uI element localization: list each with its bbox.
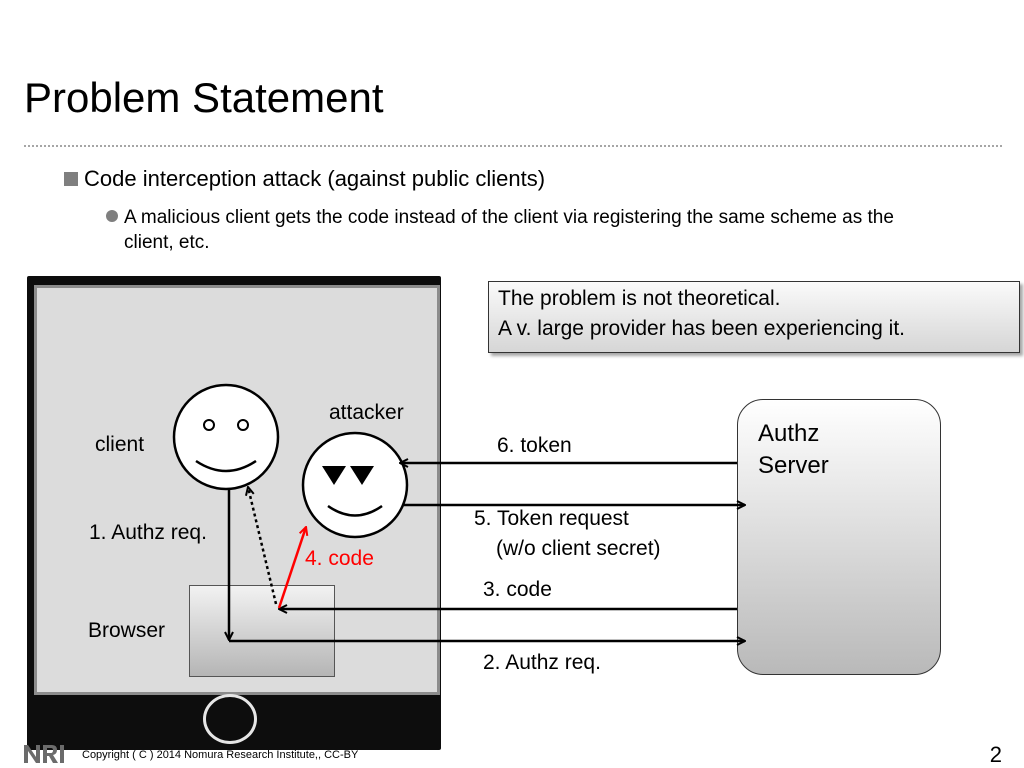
note-callout (488, 281, 1020, 353)
slide-title: Problem Statement (24, 74, 384, 121)
note-line2: A v. large provider has been experiencin… (498, 317, 906, 340)
step-authz-req-2-label: 2. Authz req. (483, 651, 601, 674)
attacker-face-icon (301, 431, 409, 539)
server-label-line1: Authz (758, 420, 820, 447)
arrow-intended-code (248, 487, 278, 605)
step-token-request-5-label: 5. Token request (474, 507, 629, 530)
square-bullet-icon (64, 172, 78, 186)
arrow-code-4 (277, 527, 306, 609)
step-token-6-label: 6. token (497, 434, 572, 457)
bullet-level1: Code interception attack (against public… (84, 166, 546, 191)
step-token-request-5-sublabel: (w/o client secret) (496, 537, 661, 560)
step-code-4-label: 4. code (305, 547, 374, 570)
server-label-line2: Server (758, 452, 829, 479)
browser-label: Browser (88, 619, 166, 642)
bullet-level2: A malicious client gets the code instead… (124, 207, 894, 253)
page-number: 2 (989, 742, 1002, 767)
title-divider (24, 145, 1002, 147)
step-code-3-label: 3. code (483, 578, 552, 601)
attacker-label: attacker (329, 401, 404, 424)
copyright-text: Copyright ( C ) 2014 Nomura Research Ins… (82, 749, 359, 761)
step-authz-req-1-label: 1. Authz req. (89, 521, 207, 544)
home-button-icon (203, 694, 257, 744)
round-bullet-icon (106, 210, 118, 222)
authz-server-box (737, 399, 941, 675)
client-label: client (95, 433, 145, 456)
browser-box (189, 585, 335, 677)
note-line1: The problem is not theoretical. (498, 287, 781, 310)
smiley-face-icon (172, 383, 280, 491)
nri-logo-icon (24, 745, 64, 763)
